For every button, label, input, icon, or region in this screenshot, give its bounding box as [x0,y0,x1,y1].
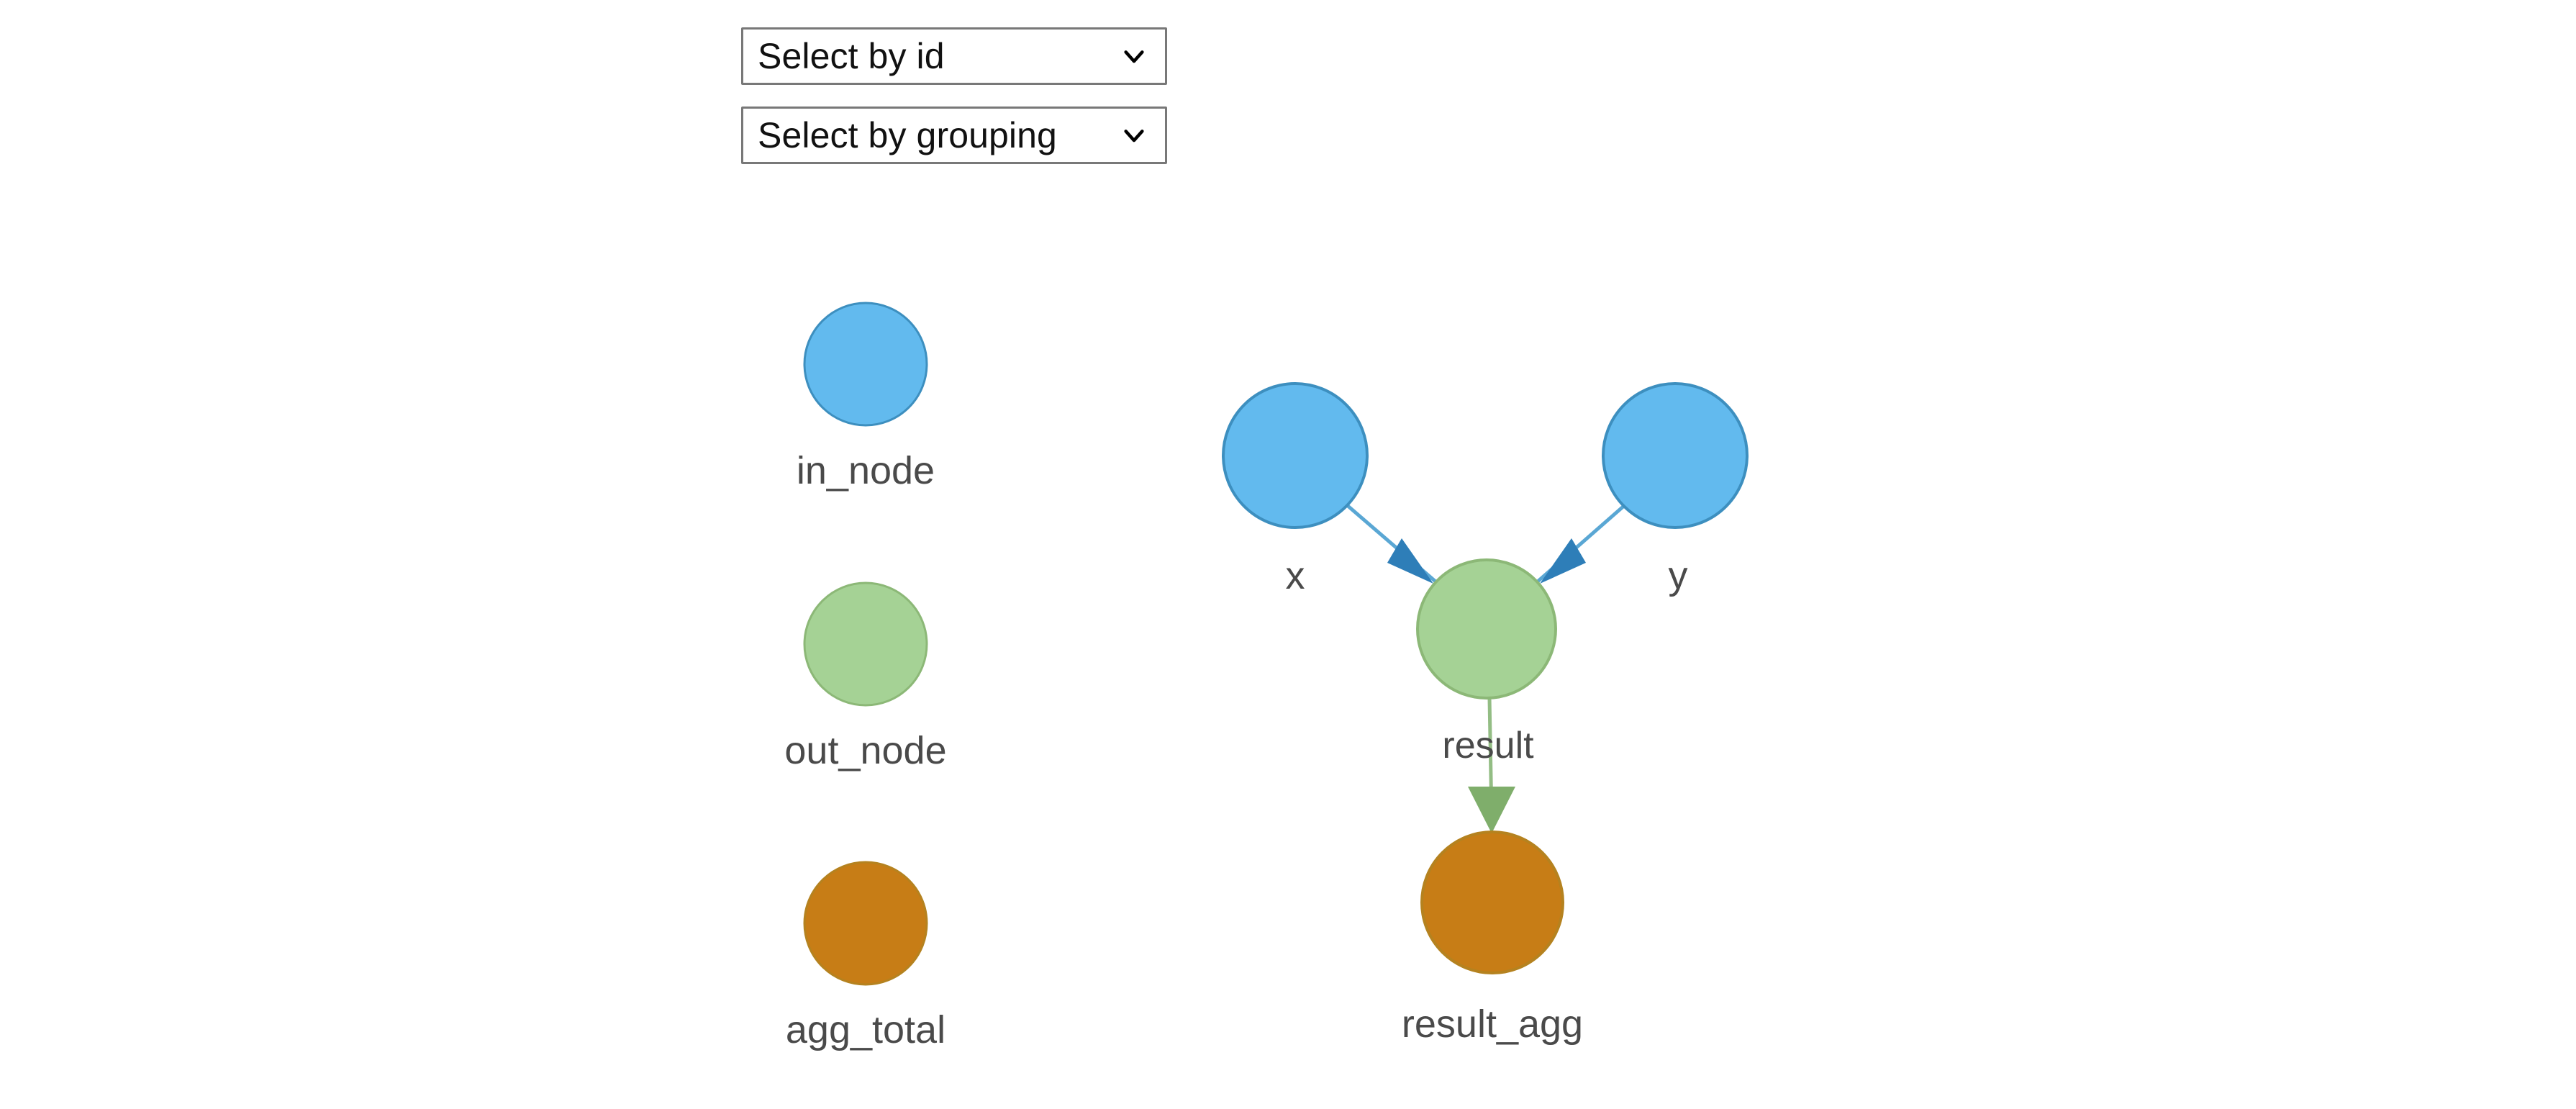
select-by-grouping-dropdown[interactable]: Select by grouping [741,107,1167,164]
edge-y-to-result [1536,504,1626,584]
legend-label-out-node: out_node [784,729,946,772]
controls-panel: Select by id Select by grouping [741,27,1167,164]
graph-edges: result [1346,504,1626,833]
node-label-result-agg: result_agg [1402,1002,1583,1046]
legend-label-agg-total: agg_total [786,1008,945,1051]
legend-item-in-node[interactable]: in_node [797,302,935,492]
legend-item-out-node[interactable]: out_node [784,581,947,772]
legend-label-in-node: in_node [797,449,935,492]
node-label-y: y [1669,554,1688,597]
node-circle[interactable] [1222,382,1369,529]
node-circle[interactable] [1602,382,1749,529]
legend-swatch-agg-total [803,861,928,986]
legend-swatch-in-node [803,302,928,427]
graph-node-x[interactable]: x [1222,382,1369,597]
node-circle[interactable] [1416,558,1557,700]
node-label-x: x [1286,554,1305,597]
edge-arrowhead [1387,538,1433,584]
node-circle[interactable] [1420,830,1564,974]
edge-x-to-result [1346,504,1437,584]
graph-nodes: x y result_agg [1222,382,1749,1046]
legend-swatch-out-node [803,581,928,707]
select-by-id-value: Select by id [758,36,945,76]
legend-item-agg-total[interactable]: agg_total [786,861,945,1051]
graph-node-result-agg[interactable]: result_agg [1402,830,1583,1046]
edge-result-to-result-agg: result [1442,697,1534,833]
legend: in_node out_node agg_total [784,302,947,1051]
edge-arrowhead [1540,538,1586,584]
select-by-grouping-value: Select by grouping [758,115,1057,155]
graph-node-y[interactable]: y [1602,382,1749,597]
graph-node-result[interactable] [1416,558,1557,700]
edge-label-result: result [1442,725,1534,766]
select-by-id-dropdown[interactable]: Select by id [741,27,1167,85]
edge-arrowhead [1468,787,1515,833]
